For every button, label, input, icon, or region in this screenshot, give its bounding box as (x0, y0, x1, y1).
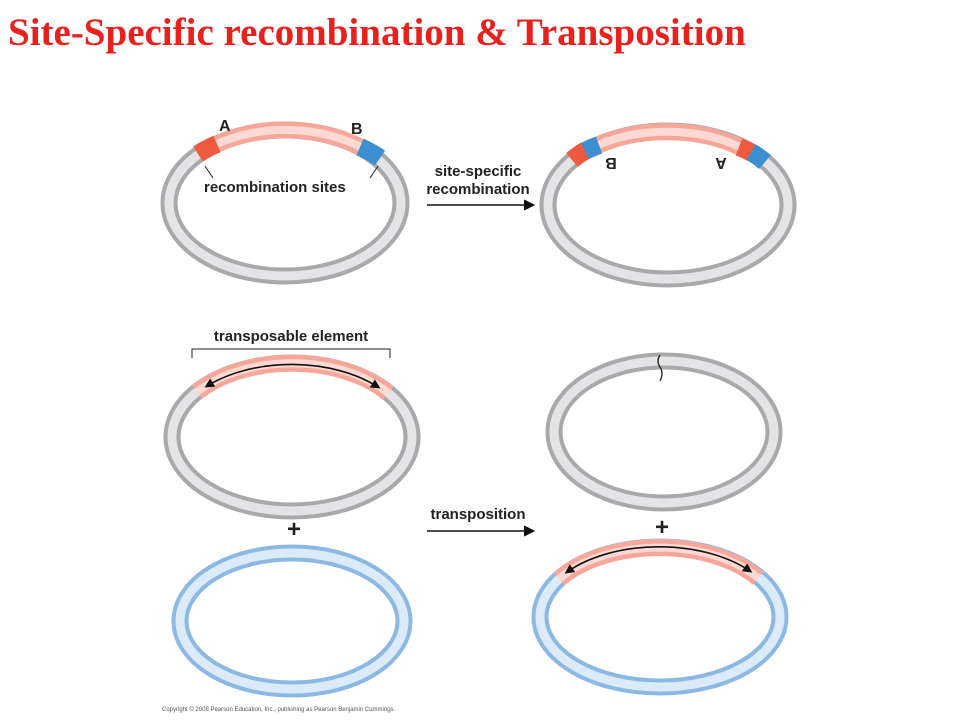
leader-line-b (369, 165, 379, 179)
inverted-site-b-label: B (605, 154, 617, 171)
inserted-element-arrow (564, 546, 753, 574)
site-specific-label-line1: site-specific (435, 163, 522, 180)
site-b-marker (356, 138, 386, 166)
target-plasmid-with-insert (531, 538, 789, 696)
site-red-left (566, 142, 591, 167)
site-a-marker (193, 135, 221, 162)
donor-plasmid-after (545, 352, 783, 512)
slide-title: Site-Specific recombination & Transposit… (8, 11, 746, 54)
leader-line-a (204, 165, 214, 179)
transposable-element-label: transposable element (214, 328, 368, 345)
donor-plasmid (163, 354, 421, 520)
recombination-sites-label: recombination sites (204, 179, 346, 196)
site-blue-right (746, 144, 771, 169)
excision-junction-mark (657, 354, 663, 382)
plasmid-after-recombination (539, 122, 797, 288)
plasmid-before-recombination (160, 121, 410, 285)
transposable-element-bracket (191, 348, 391, 358)
site-blue-left (580, 136, 603, 160)
copyright-notice: Copyright © 2008 Pearson Education, Inc.… (162, 707, 396, 713)
plus-sign-right: + (655, 514, 669, 541)
transposition-label: transposition (430, 506, 525, 523)
inverted-site-a-label: A (715, 154, 727, 171)
plus-sign-left: + (287, 516, 301, 543)
site-red-right (735, 138, 757, 162)
site-b-label: B (351, 121, 363, 138)
target-plasmid (171, 544, 413, 698)
site-specific-label-line2: recombination (426, 181, 529, 198)
site-a-label: A (219, 118, 231, 135)
donor-element-arrow (204, 363, 381, 389)
